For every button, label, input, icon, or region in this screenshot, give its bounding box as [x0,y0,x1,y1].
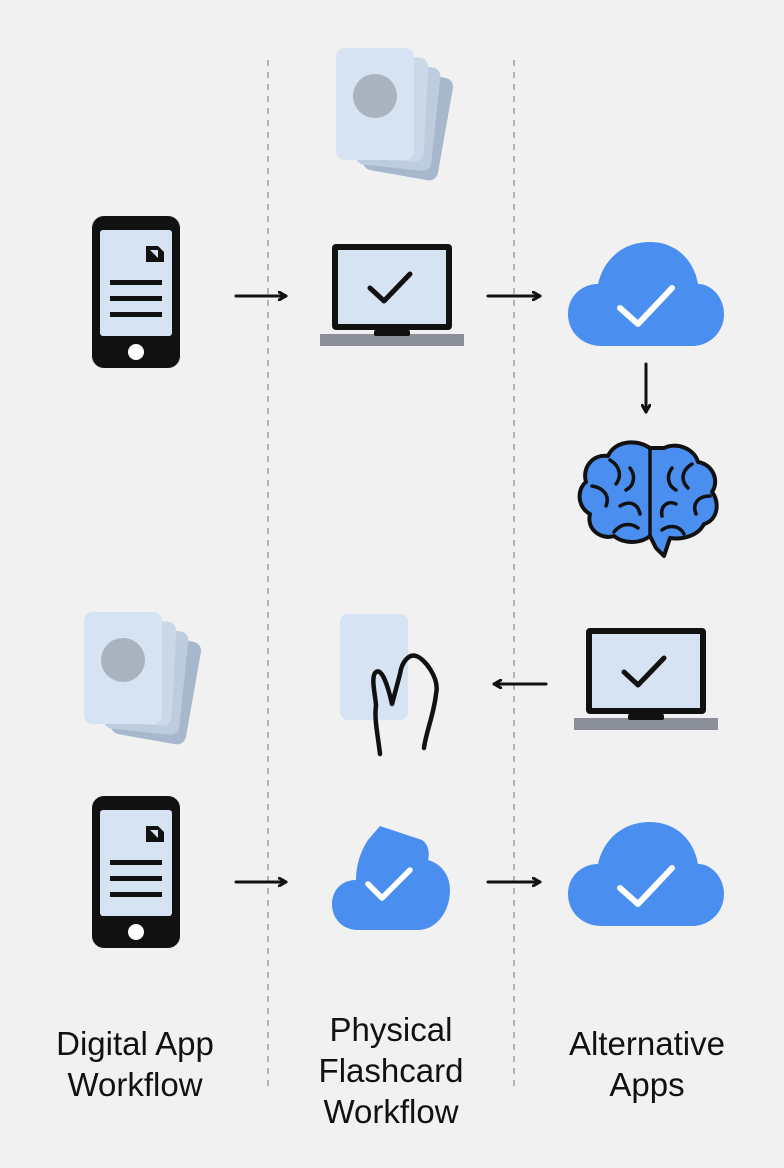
column-label-alternative-apps: Alternative Apps [528,1023,766,1105]
flashcard-stack-icon [84,612,203,746]
phone-document-icon [92,796,180,948]
laptop-checkmark-icon [320,244,464,346]
label-line: Workflow [67,1066,203,1103]
label-line: Apps [609,1066,685,1103]
label-line: Flashcard [318,1052,464,1089]
label-line: Workflow [323,1093,459,1130]
hand-holding-card-icon [340,614,439,757]
cloud-checkmark-icon [332,826,450,930]
cloud-checkmark-icon [568,242,724,346]
label-line: Digital App [56,1025,214,1062]
column-label-physical-flashcard-workflow: Physical Flashcard Workflow [276,1009,506,1132]
phone-document-icon [92,216,180,368]
label-line: Physical [329,1011,453,1048]
column-label-digital-app-workflow: Digital App Workflow [20,1023,250,1105]
brain-icon [577,440,719,558]
label-line: Alternative [569,1025,725,1062]
laptop-checkmark-icon [574,628,718,730]
flashcard-stack-icon [336,48,455,182]
cloud-checkmark-icon [568,822,724,926]
